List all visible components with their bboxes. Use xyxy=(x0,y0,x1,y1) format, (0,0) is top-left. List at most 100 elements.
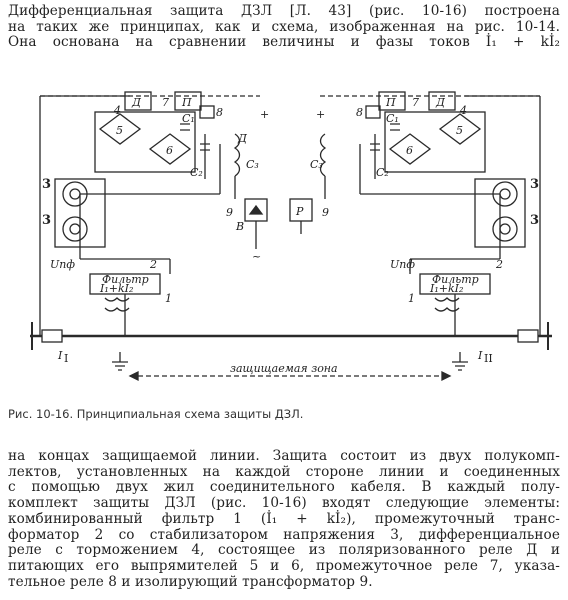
text-line: Дифференциальная защита ДЗЛ [Л. 43] (рис… xyxy=(8,3,560,19)
filter-formula-right: I₁+kI₂ xyxy=(429,282,463,295)
zone-arrowheads xyxy=(128,370,452,382)
text-line: Она основана на сравнении величины и фаз… xyxy=(8,34,560,51)
top-paragraph: Дифференциальная защита ДЗЛ [Л. 43] (рис… xyxy=(8,3,560,51)
bottom-paragraph: на концах защищаемой линии. Защита состо… xyxy=(8,448,560,590)
rectifier-5-left xyxy=(98,113,142,145)
label-tilde-center: ~ xyxy=(252,250,261,263)
label-3b-left: 3 xyxy=(42,213,51,228)
right-stabilizer-3 xyxy=(474,178,526,248)
label-l-left: Д xyxy=(237,132,248,145)
label-c2-left: C₂ xyxy=(190,166,203,179)
filter-wire-right xyxy=(409,258,500,336)
text-line: на концах защищаемой линии. Защита состо… xyxy=(8,448,560,464)
label-current-right: I xyxy=(477,349,483,362)
text-line: форматор 2 со стабилизатором напряжения … xyxy=(8,526,560,543)
diode-icon xyxy=(248,204,264,215)
label-relay-p-left: П xyxy=(181,96,192,109)
ground-icon-left xyxy=(112,352,128,371)
relay-4-frame-left xyxy=(94,111,196,173)
label-9-right: 9 xyxy=(322,206,329,219)
left-relay-block xyxy=(79,91,221,259)
label-8-left: 8 xyxy=(216,106,223,119)
label-c3-right: C₃ xyxy=(310,158,323,171)
circuit-diagram: Д П 7 8 4 5 6 C₁ C₂ 3 3 Uпф 2 1 Фильтр I… xyxy=(30,91,552,382)
label-relay-d-right: Д xyxy=(435,96,446,109)
cap-c1-left xyxy=(180,123,190,131)
label-1-left: 1 xyxy=(165,292,172,305)
text-line: тельное реле 8 и изолирующий трансформат… xyxy=(8,573,373,590)
label-relay-d-left: Д xyxy=(131,96,142,109)
filter-title-left: Фильтр xyxy=(102,273,149,286)
stab-lamp-bottom-left xyxy=(62,216,88,242)
circuit-diagram-figure: Д П 7 8 4 5 6 C₁ C₂ 3 3 Uпф 2 1 Фильтр I… xyxy=(20,84,560,389)
stabilizer-frame-left xyxy=(54,178,106,248)
text-line: на таких же принципах, как и схема, изоб… xyxy=(8,18,560,35)
label-3-left: 3 xyxy=(42,177,51,192)
stab-lamp-top-left xyxy=(62,181,88,207)
label-current-right-sub: II xyxy=(484,352,493,365)
label-7-right: 7 xyxy=(412,96,419,109)
stabilizer-frame-right xyxy=(474,178,526,248)
text-line: питающих его выпрямителей 5 и 6, промежу… xyxy=(8,557,560,574)
right-filter-block xyxy=(409,258,500,336)
label-c1-left: C₁ xyxy=(182,112,195,125)
ground-icon-right xyxy=(452,352,468,371)
label-p-center: P xyxy=(295,205,304,218)
relay-d-left xyxy=(124,91,152,111)
center-wires xyxy=(234,176,326,249)
label-c2-right: C₂ xyxy=(376,166,389,179)
label-c3-left: C₃ xyxy=(246,158,259,171)
label-relay-p-right: П xyxy=(385,96,396,109)
stab-lamp-inner xyxy=(69,223,81,235)
text-line: реле с торможением 4, состоящее из поляр… xyxy=(8,542,560,559)
label-b-center: B xyxy=(235,220,244,233)
label-2-right: 2 xyxy=(495,258,503,271)
cap-c1-right xyxy=(390,123,400,131)
label-9-left: 9 xyxy=(226,206,233,219)
relay-8-left xyxy=(199,105,215,119)
breaker-right xyxy=(517,329,539,343)
label-protected-zone: защищаемая зона xyxy=(230,362,338,375)
text-line: лектов, установленных на каждой стороне … xyxy=(8,463,560,480)
rectifier-6-left xyxy=(148,133,192,165)
isolating-transformer-right xyxy=(319,133,327,177)
figure-caption: Рис. 10-16. Принципиальная схема защиты … xyxy=(8,407,304,421)
filter-title-right: Фильтр xyxy=(432,273,479,286)
label-5-right: 5 xyxy=(456,124,463,137)
isolating-transformer-left xyxy=(233,133,241,177)
relay-p-right xyxy=(378,91,406,111)
stab-lamp-inner xyxy=(69,188,81,200)
wire-left xyxy=(79,144,221,259)
relay-4-frame-right xyxy=(384,111,486,173)
left-stabilizer-3 xyxy=(54,178,106,248)
cap-c2-right xyxy=(370,134,380,179)
filter-wire-left xyxy=(80,258,171,336)
label-5-left: 5 xyxy=(116,124,123,137)
label-current-left-sub: I xyxy=(64,352,68,365)
stab-lamp-bottom-right xyxy=(492,216,518,242)
center-block xyxy=(233,133,327,249)
stab-lamp-inner xyxy=(499,188,511,200)
label-u-right: Uпф xyxy=(390,258,415,271)
filter-formula-left: I₁+kI₂ xyxy=(99,282,133,295)
label-6-left: 6 xyxy=(166,144,173,157)
label-2-left: 2 xyxy=(149,258,157,271)
stab-lamp-top-right xyxy=(492,181,518,207)
stab-lamp-inner xyxy=(499,223,511,235)
rectifier-6-right xyxy=(388,133,432,165)
relay-p-left xyxy=(174,91,202,111)
wire-right xyxy=(359,144,501,259)
label-plus-right: + xyxy=(316,108,325,121)
label-4-left: 4 xyxy=(113,104,121,117)
label-8-right: 8 xyxy=(356,106,363,119)
relay-d-right xyxy=(428,91,456,111)
label-u-left: Uпф xyxy=(50,258,75,271)
cap-c2-left xyxy=(200,134,210,179)
label-6-right: 6 xyxy=(406,144,413,157)
label-plus-left: + xyxy=(260,108,269,121)
text-line: комбинированный фильтр 1 (İ₁ + kİ₂), про… xyxy=(8,510,560,527)
label-3b-right: 3 xyxy=(530,213,539,228)
label-current-left: I xyxy=(57,349,63,362)
text-line: с помощью двух жил соединительного кабел… xyxy=(8,479,560,496)
